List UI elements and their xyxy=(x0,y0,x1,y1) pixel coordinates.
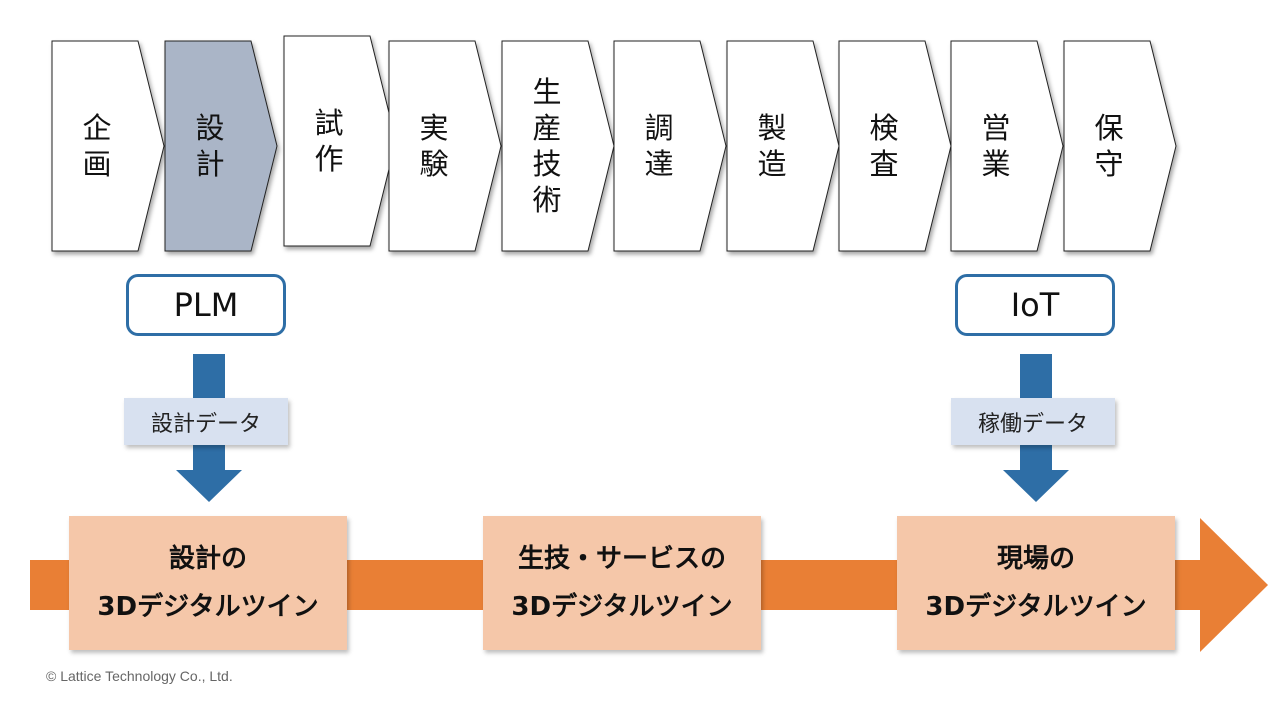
process-step-chevron xyxy=(51,40,165,252)
process-step-label: 設計 xyxy=(195,111,225,181)
production-service-twin-box: 生技・サービスの 3Dデジタルツイン xyxy=(483,516,761,650)
twin-subtitle: 3Dデジタルツイン xyxy=(925,592,1147,622)
design-twin-box: 設計の 3Dデジタルツイン xyxy=(69,516,347,650)
iot-system-box: IoT xyxy=(955,274,1115,336)
process-step-label: 営業 xyxy=(981,111,1011,181)
process-step-label: 調達 xyxy=(644,111,674,181)
twin-title: 設計の xyxy=(168,544,247,574)
process-step-label: 実験 xyxy=(419,111,449,181)
field-twin-box: 現場の 3Dデジタルツイン xyxy=(897,516,1175,650)
process-step-chevron xyxy=(1063,40,1177,252)
process-step-label: 保守 xyxy=(1094,111,1124,181)
operation-data-text: 稼働データ xyxy=(977,411,1088,437)
operation-data-label: 稼働データ xyxy=(951,398,1115,445)
plm-system-box: PLM xyxy=(126,274,286,336)
process-step-chevron xyxy=(283,35,397,247)
process-step-label: 検査 xyxy=(869,111,899,181)
process-step-label: 生産技術 xyxy=(532,75,562,217)
plm-label: PLM xyxy=(173,286,239,324)
copyright-footer: © Lattice Technology Co., Ltd. xyxy=(46,668,233,684)
design-data-label: 設計データ xyxy=(124,398,288,445)
process-chevron-row xyxy=(51,35,1177,252)
process-step-chevron xyxy=(613,40,727,252)
design-data-text: 設計データ xyxy=(150,411,261,437)
process-step-label: 企画 xyxy=(82,111,112,181)
twin-subtitle: 3Dデジタルツイン xyxy=(511,592,733,622)
process-step-chevron xyxy=(164,40,278,252)
process-step-chevron xyxy=(501,40,615,252)
twin-title: 現場の xyxy=(996,544,1075,574)
process-step-chevron xyxy=(388,40,502,252)
process-step-chevron xyxy=(726,40,840,252)
process-step-chevron xyxy=(950,40,1064,252)
process-step-label: 製造 xyxy=(757,111,787,181)
twin-title: 生技・サービスの xyxy=(517,544,726,574)
process-step-label: 試作 xyxy=(314,106,344,176)
twin-subtitle: 3Dデジタルツイン xyxy=(97,592,319,622)
iot-label: IoT xyxy=(1010,286,1060,324)
process-step-chevron xyxy=(838,40,952,252)
